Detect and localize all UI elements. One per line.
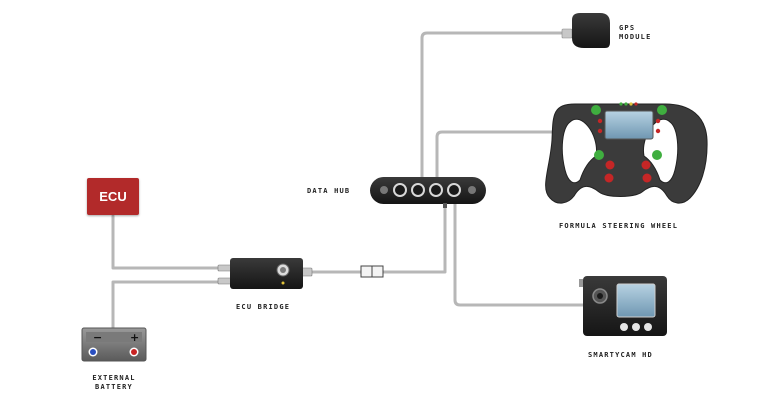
battery-label-line2: BATTERY [95, 383, 133, 391]
battery-plus-sign: + [130, 331, 139, 344]
battery-label-line1: EXTERNAL [92, 374, 136, 382]
ecu-device[interactable]: ECU [87, 178, 139, 215]
data-hub-label: DATA HUB [307, 187, 351, 195]
cable-battery-to-bridge [111, 280, 226, 330]
external-battery-device[interactable]: − + [81, 327, 147, 362]
gps-label-line1: GPS [619, 24, 636, 32]
smartycam-hd-device[interactable] [579, 276, 667, 336]
battery-minus-sign: − [93, 331, 102, 344]
cable-bridge-to-hub [310, 202, 447, 274]
external-battery-label: EXTERNAL BATTERY [88, 374, 140, 392]
data-hub-device[interactable] [370, 177, 486, 208]
cable-hub-to-wheel [435, 130, 558, 180]
smartycam-label: SMARTYCAM HD [588, 351, 653, 359]
cable-hub-to-camera [453, 202, 585, 307]
ecu-label: ECU [99, 189, 127, 204]
gps-label-line2: MODULE [619, 33, 652, 41]
cable-ecu-to-bridge [111, 214, 226, 270]
cable-hub-to-gps [420, 31, 564, 180]
gps-module-label: GPS MODULE [619, 24, 652, 42]
inline-connector [360, 265, 384, 278]
ecu-bridge-label: ECU BRIDGE [236, 303, 291, 311]
ecu-bridge-device[interactable] [217, 258, 313, 289]
gps-module-device[interactable] [561, 13, 610, 48]
steering-wheel-label: FORMULA STEERING WHEEL [559, 222, 679, 230]
formula-steering-wheel-device[interactable] [545, 102, 708, 204]
